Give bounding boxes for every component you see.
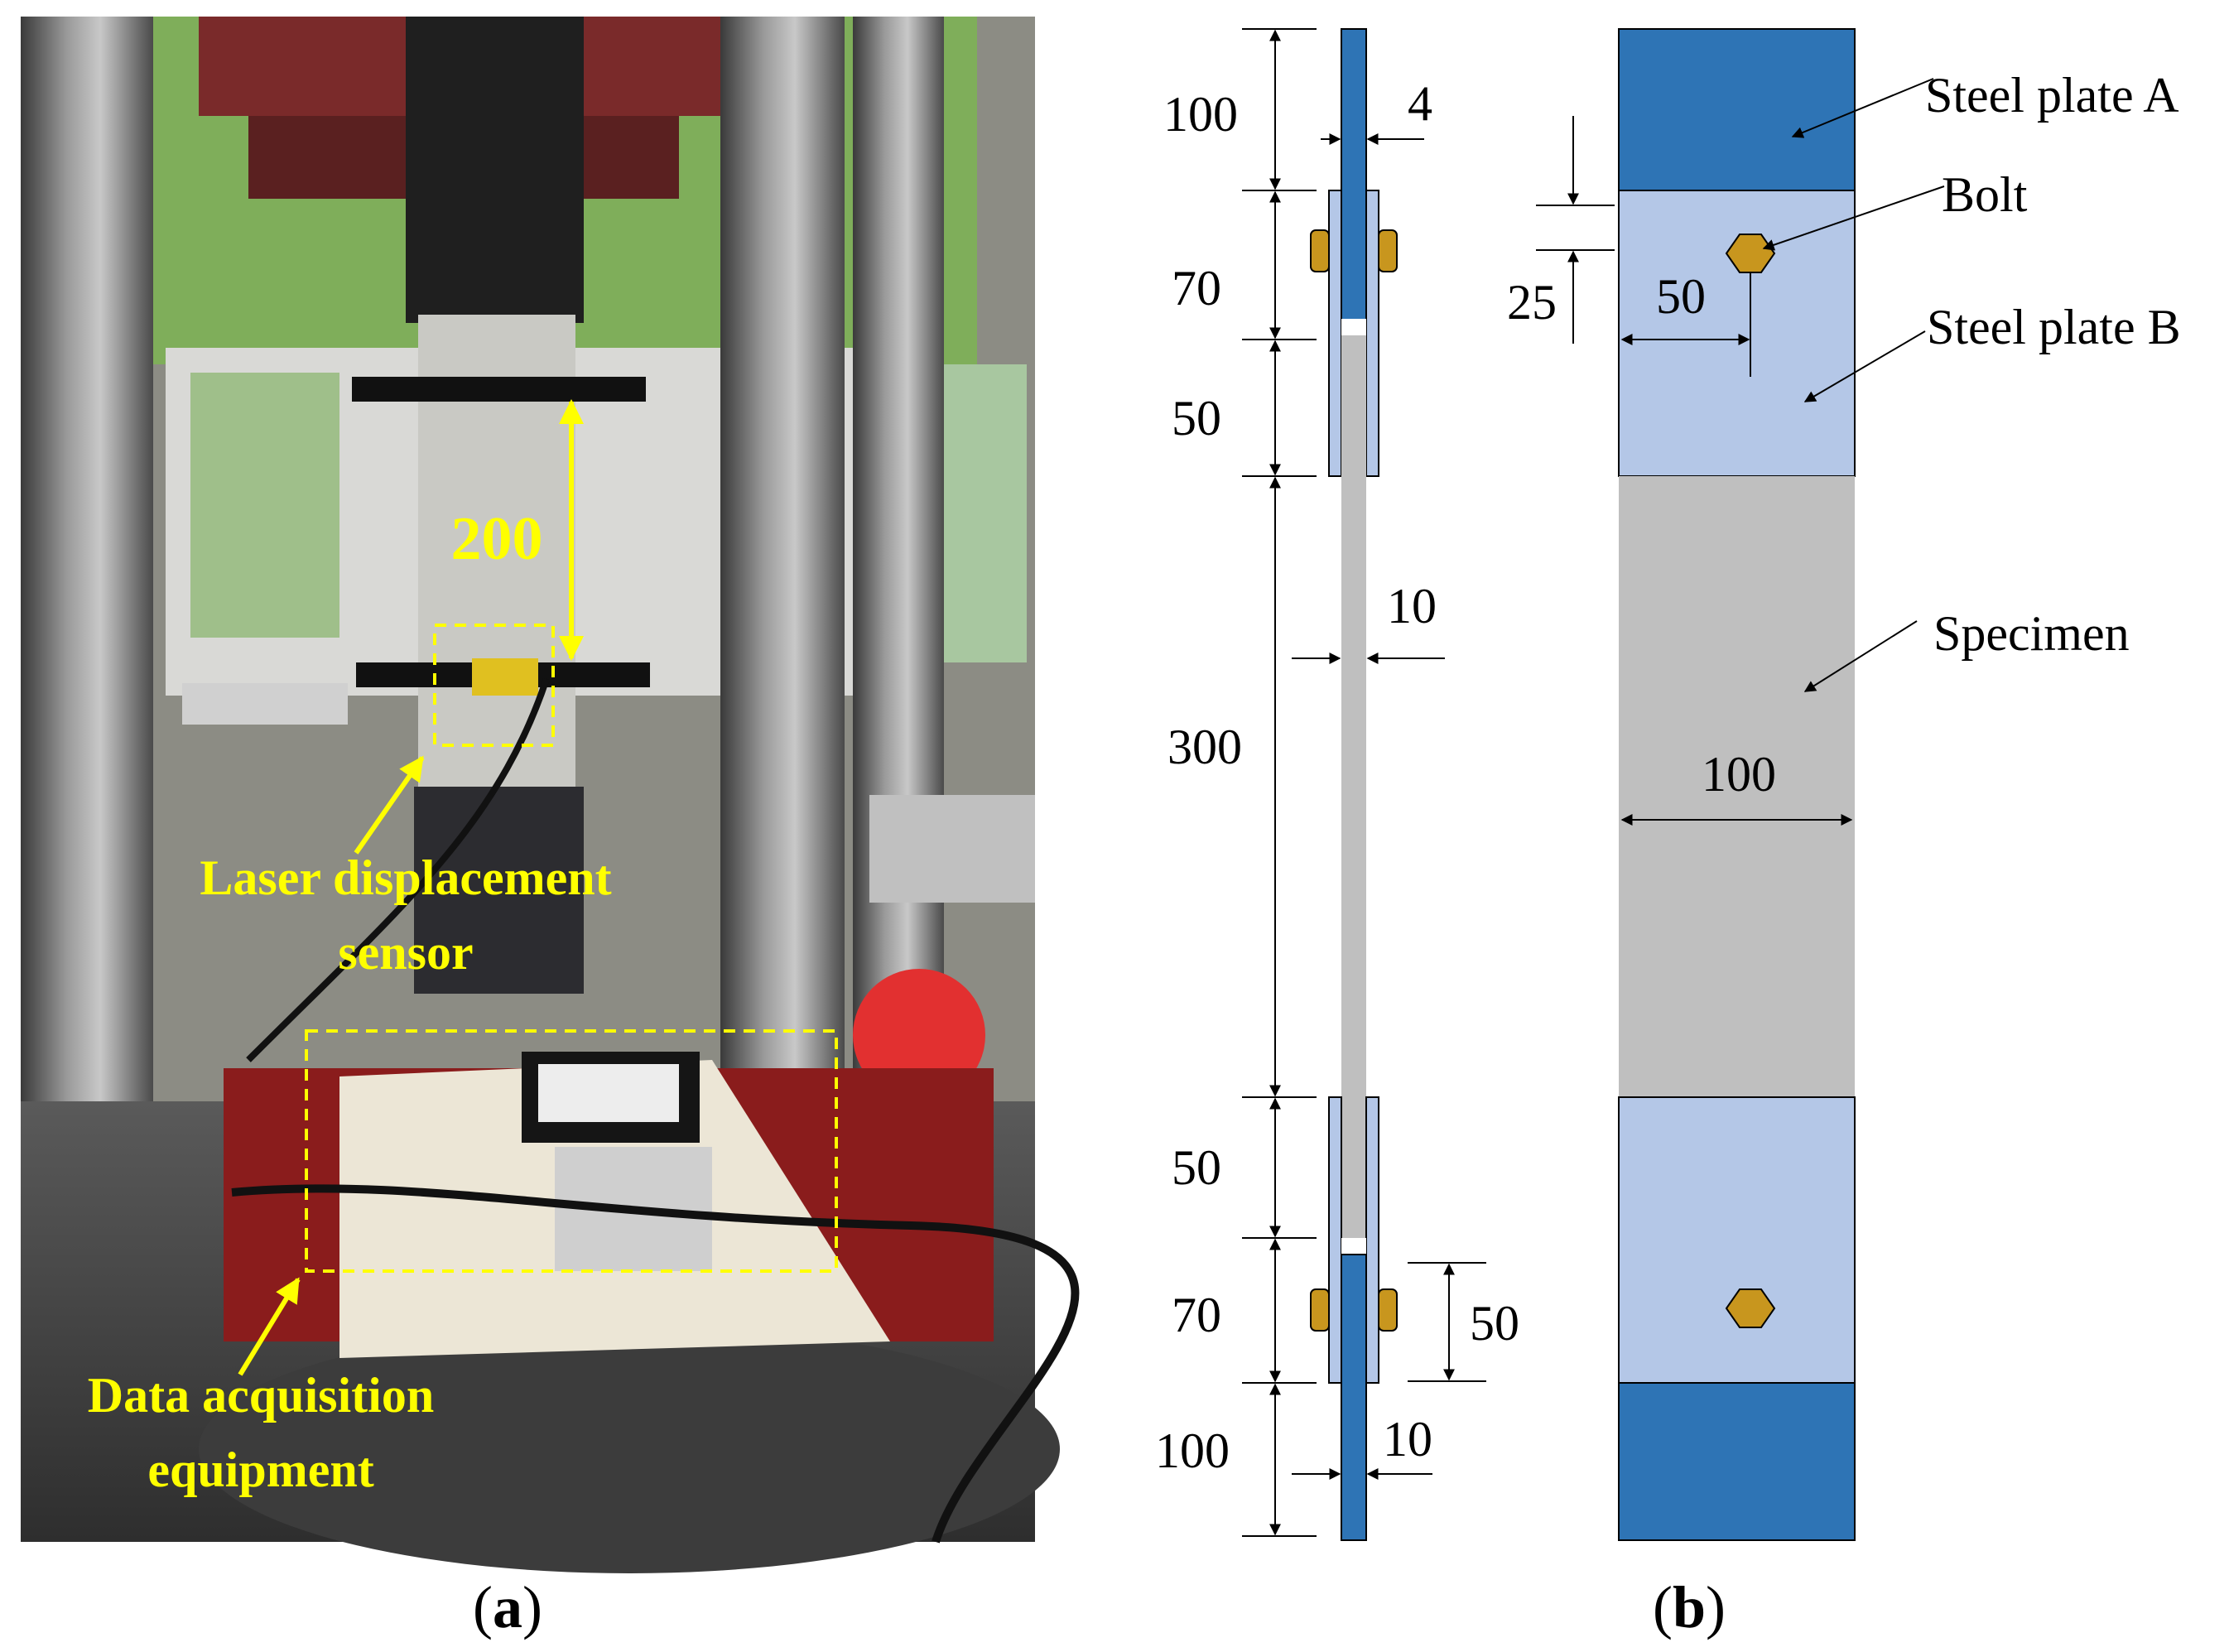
bolt-icon	[1310, 229, 1330, 272]
dim-plate-b-bottom-bolt: 70	[1172, 1288, 1221, 1342]
front-steel-plate-a-top	[1618, 28, 1856, 191]
dim-plate-b-top-bolt: 70	[1172, 261, 1221, 315]
bolt-icon	[1378, 229, 1398, 272]
bolt-icon	[1310, 1288, 1330, 1332]
leader-arrows	[1762, 78, 1945, 692]
upper-grip	[406, 17, 584, 323]
laser-sensor	[472, 658, 538, 696]
dim-plate-b-top-overlap: 50	[1172, 391, 1221, 446]
side-gap-top	[1341, 319, 1366, 335]
bolt-icon	[1725, 1288, 1776, 1328]
dim-plate-a-thickness: 4	[1408, 76, 1432, 131]
side-steel-plate-b-top-left	[1328, 190, 1342, 477]
label-steel-plate-a: Steel plate A	[1925, 68, 2179, 123]
cable	[231, 1184, 1080, 1544]
daq-pointer-arrow	[238, 1277, 301, 1376]
side-steel-plate-a-top	[1341, 28, 1367, 324]
front-steel-plate-a-bottom	[1618, 1382, 1856, 1541]
dim-specimen-thickness: 10	[1387, 579, 1437, 633]
side-steel-plate-b-top-right	[1365, 190, 1379, 477]
label-bolt: Bolt	[1942, 167, 2028, 222]
dim-plate-b-bottom-overlap: 50	[1172, 1140, 1221, 1195]
photo-panel: 200 Laser displacement sensor Data acqui…	[21, 17, 1080, 1573]
bolt-icon	[1725, 234, 1776, 273]
dim-bolt-edge	[1620, 273, 1751, 377]
upper-clamp-bar	[352, 377, 646, 402]
caption-b: (b)	[1653, 1574, 1726, 1640]
dim-gap-label: 25	[1507, 275, 1557, 330]
dim-plate-a-top: 100	[1163, 87, 1238, 142]
cable	[246, 677, 550, 1062]
label-specimen: Specimen	[1933, 606, 2130, 661]
bolt-icon	[1378, 1288, 1398, 1332]
radiator	[869, 795, 1035, 903]
daq-label-line1: Data acquisition	[88, 1368, 434, 1423]
caption-a: (a)	[473, 1574, 542, 1640]
front-specimen	[1619, 476, 1855, 1097]
side-gap-bottom	[1341, 1238, 1366, 1255]
daq-label-line2: equipment	[147, 1442, 373, 1497]
dim-width-label: 100	[1702, 747, 1776, 802]
dimension-chain	[1242, 28, 1317, 1537]
front-steel-plate-b-bottom	[1618, 1096, 1856, 1384]
side-steel-plate-b-bottom-left	[1328, 1096, 1342, 1384]
lower-grip	[414, 787, 584, 994]
dim-specimen-length: 300	[1167, 720, 1242, 774]
sensor-label-line1: Laser displacement	[200, 850, 611, 905]
dim-bolt-offset	[1408, 1262, 1486, 1382]
daq-label	[538, 1064, 679, 1122]
gauge-length-label: 200	[451, 505, 543, 573]
sensor-label-line2: sensor	[338, 925, 473, 980]
window-pane	[190, 373, 339, 638]
dim-gap	[1536, 116, 1615, 344]
sensor-pointer-arrow	[354, 755, 425, 855]
keyboard	[182, 683, 348, 725]
side-view: 100 70 50 300 50 70 100 4 10 50 1	[1155, 28, 1519, 1541]
front-steel-plate-b-top	[1618, 190, 1856, 477]
dim-bolt-offset-label: 50	[1470, 1296, 1519, 1351]
dim-bolt-edge-label: 50	[1656, 269, 1706, 324]
dim-plate-a-bottom: 100	[1155, 1423, 1230, 1478]
dim-plate-a-bottom-thickness: 10	[1383, 1412, 1432, 1467]
side-specimen	[1341, 335, 1366, 1238]
front-view: 25 50 100 Steel plate A Bolt Steel plate…	[1507, 28, 2181, 1541]
daq-highlight-box	[305, 1029, 838, 1273]
label-steel-plate-b: Steel plate B	[1927, 300, 2181, 354]
base-ring	[199, 1325, 1060, 1573]
side-steel-plate-a-bottom	[1341, 1254, 1367, 1541]
side-steel-plate-b-bottom-right	[1365, 1096, 1379, 1384]
